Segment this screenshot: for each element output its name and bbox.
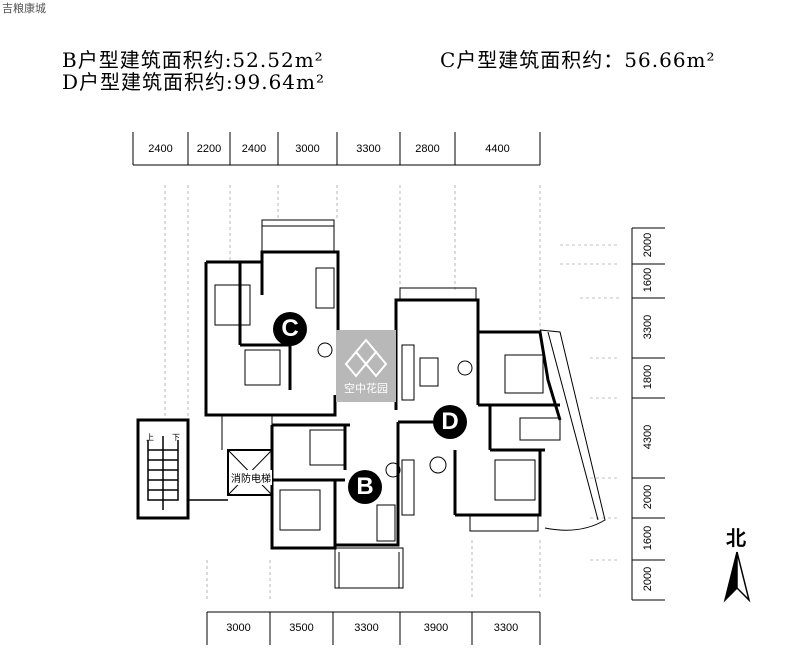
stair-core xyxy=(136,418,228,520)
right-dim-label: 3300 xyxy=(642,314,654,340)
top-dim-label: 2400 xyxy=(241,143,267,155)
right-dim-label: 2000 xyxy=(642,566,654,592)
bottom-dim-label: 3000 xyxy=(226,622,251,634)
top-dim-label: 2400 xyxy=(148,143,173,155)
unit-c-area: C户型建筑面积约：56.66m² xyxy=(440,48,716,72)
sky-garden-label: 空中花园 xyxy=(344,382,388,395)
right-dimension-bar xyxy=(631,227,665,601)
unit-d-badge: D xyxy=(433,405,467,439)
garden-icon xyxy=(344,338,388,378)
right-dim-label: 2000 xyxy=(642,484,654,510)
unit-c-badge: C xyxy=(273,312,307,346)
sky-garden: 空中花园 xyxy=(336,330,396,402)
fire-elevator-label: 消防电梯 xyxy=(230,470,272,485)
right-dim-label: 4300 xyxy=(642,424,654,450)
stair-up-label: 上 xyxy=(146,433,154,442)
north-arrow xyxy=(723,551,751,603)
top-dim-label: 2800 xyxy=(415,143,440,155)
right-dim-label: 1800 xyxy=(642,364,654,390)
right-dim-label: 1600 xyxy=(642,267,654,293)
top-dim-label: 3000 xyxy=(295,143,320,155)
top-dim-label: 2200 xyxy=(196,143,222,155)
bottom-dim-label: 3900 xyxy=(423,622,449,634)
bottom-dim-label: 3500 xyxy=(289,622,314,634)
top-dimension-bar xyxy=(132,132,541,166)
unit-c-walls xyxy=(204,250,340,417)
right-dim-label: 1600 xyxy=(642,525,654,551)
bottom-dim-label: 3300 xyxy=(354,622,379,634)
bottom-dimension-bar xyxy=(206,611,541,645)
unit-b-area: B户型建筑面积约:52.52m² xyxy=(62,48,324,72)
top-dim-label: 3300 xyxy=(356,143,381,155)
bottom-dim-label: 3300 xyxy=(493,622,519,634)
top-dim-label: 4400 xyxy=(485,143,510,155)
unit-b-badge: B xyxy=(348,470,382,504)
right-dim-label: 2000 xyxy=(642,232,654,258)
unit-d-area: D户型建筑面积约:99.64m² xyxy=(62,70,326,94)
north-label: 北 xyxy=(726,526,746,550)
watermark-text: 吉粮康城 xyxy=(2,2,46,15)
stair-down-label: 下 xyxy=(172,433,180,442)
